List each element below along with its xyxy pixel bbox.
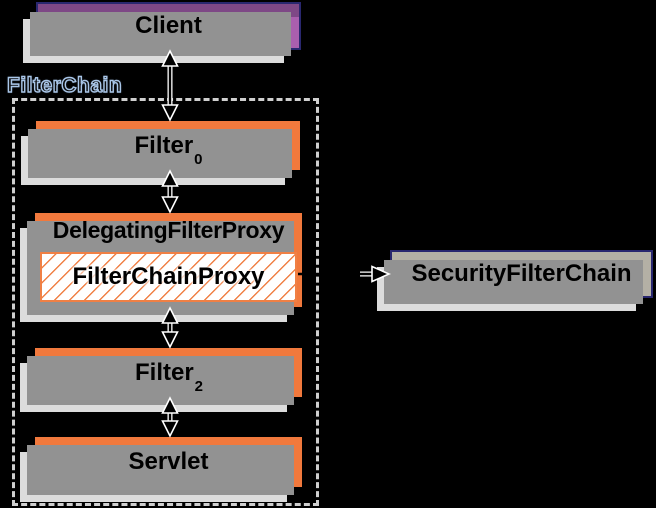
servlet-label: Servlet [128, 448, 209, 475]
filter0-label: Filter0 [134, 131, 203, 169]
filter2-node: Filter2 [20, 348, 302, 412]
filter-chain-proxy-label: FilterChainProxy [72, 263, 265, 290]
filterchain-label: FilterChain [6, 73, 123, 97]
delegating-filter-proxy-node: DelegatingFilterProxy FilterChainProxy [20, 213, 302, 322]
servlet-node: Servlet [20, 437, 302, 502]
filter2-subscript: 2 [194, 378, 204, 396]
filter-chain-proxy-node: FilterChainProxy [40, 252, 297, 302]
filter2-label: Filter2 [134, 358, 204, 396]
filterchain-container [12, 98, 319, 506]
delegating-filter-proxy-label: DelegatingFilterProxy [52, 217, 285, 243]
security-filter-chain-node: SecurityFilterChain [377, 250, 653, 311]
filter0-subscript: 0 [194, 151, 203, 169]
client-node: Client [23, 2, 301, 63]
security-filter-chain-label: SecurityFilterChain [411, 260, 632, 287]
client-label: Client [135, 12, 202, 39]
filter0-node: Filter0 [21, 121, 300, 185]
